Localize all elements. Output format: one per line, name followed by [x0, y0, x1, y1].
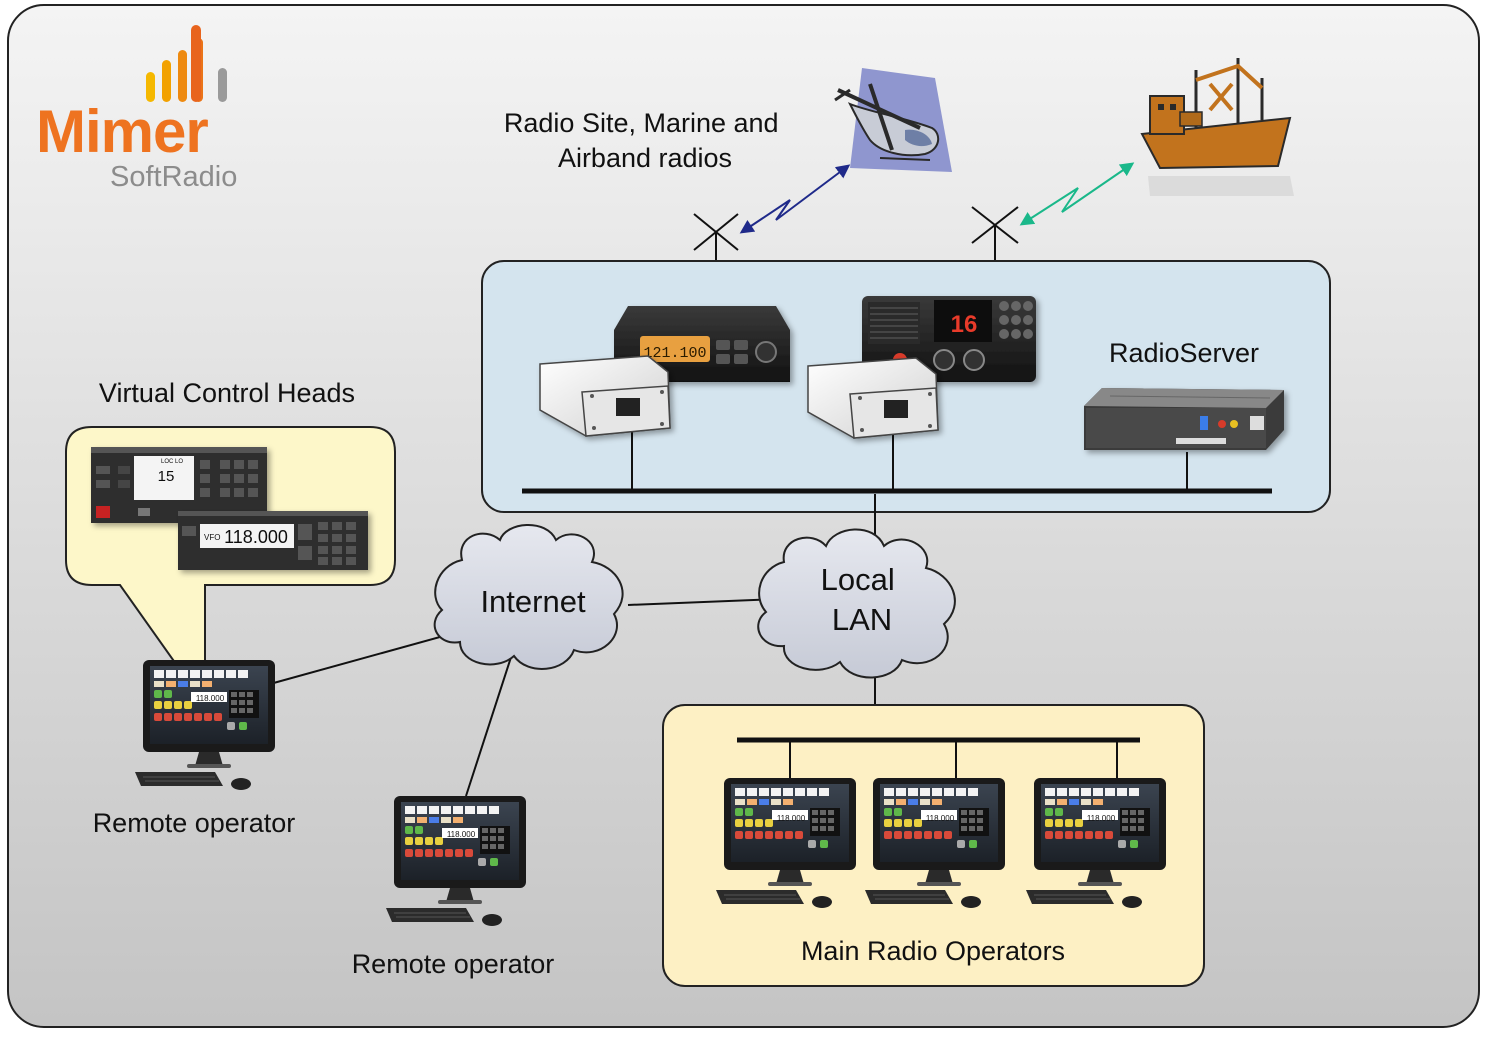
- control-head-2-freq: 118.000: [224, 527, 288, 547]
- screen-freq-op2: 118.000: [926, 814, 955, 823]
- radio-site-label: Radio Site, Marine and Airband radios: [504, 108, 786, 173]
- radio-interface-icon: [539, 355, 671, 437]
- screen-freq-remote2: 118.000: [447, 830, 476, 839]
- link-internet-remote2: [465, 647, 515, 797]
- main-operators-label: Main Radio Operators: [801, 936, 1065, 966]
- link-internet-lan: [627, 598, 779, 606]
- remote-operator-1-label: Remote operator: [93, 808, 296, 838]
- screen-freq-remote1: 118.000: [196, 694, 225, 703]
- logo-product: SoftRadio: [110, 161, 237, 193]
- remote-operator-2-label: Remote operator: [352, 949, 555, 979]
- logo-name: Mimer: [36, 98, 208, 165]
- control-head-2-mode: VFO: [204, 533, 220, 542]
- internet-label: Internet: [480, 584, 586, 619]
- marine-radio-display: 16: [951, 311, 978, 338]
- control-head-1: LOC LO 15: [91, 447, 267, 523]
- signal-bars-icon: [146, 25, 227, 102]
- marine-radio-link: [1019, 162, 1135, 226]
- screen-freq-op1: 118.000: [777, 814, 806, 823]
- cloud-icon: [433, 524, 624, 670]
- helicopter-icon: [834, 68, 952, 172]
- screen-freq-op3: 118.000: [1087, 814, 1116, 823]
- ship-icon: [1140, 58, 1294, 196]
- airband-radio-link: [739, 164, 851, 234]
- link-internet-remote1: [269, 631, 459, 685]
- virtual-control-heads-label: Virtual Control Heads: [99, 378, 355, 408]
- cloud-icon: [757, 528, 956, 679]
- control-head-1-channel: 15: [158, 468, 175, 485]
- mimer-logo: Mimer SoftRadio: [36, 25, 237, 193]
- airband-radio: 121.100: [614, 306, 790, 382]
- local-lan-label: Local LAN: [821, 562, 904, 637]
- radioserver-label: RadioServer: [1109, 338, 1259, 368]
- server-icon: [1084, 388, 1284, 450]
- control-head-1-top: LOC LO: [161, 459, 183, 465]
- control-head-2: VFO 118.000: [178, 511, 368, 570]
- airband-radio-display: 121.100: [643, 345, 706, 362]
- radio-interface-icon: [807, 357, 939, 439]
